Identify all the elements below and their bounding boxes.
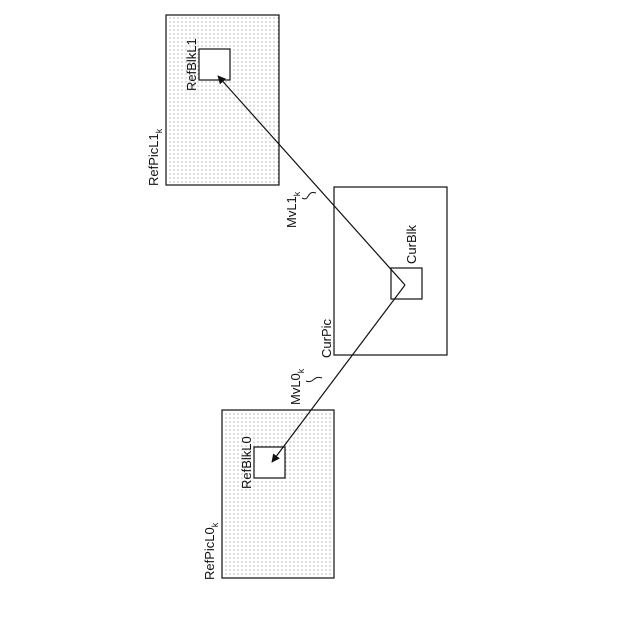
ref-pic-l1-label: RefPicL1k	[146, 128, 164, 186]
ref-pic-l1-frame	[166, 15, 279, 185]
ref-blk-l1-box	[199, 49, 230, 80]
mv-l0-label: MvL0k	[288, 368, 306, 405]
ref-blk-l1-label: RefBlkL1	[184, 38, 199, 91]
mv-l1-leader	[302, 193, 316, 199]
mv-l0-leader	[306, 377, 322, 381]
cur-blk-box	[391, 268, 422, 299]
cur-pic	[334, 187, 447, 355]
ref-pic-l0-frame	[222, 410, 334, 578]
mv-l1-label: MvL1k	[284, 191, 302, 228]
cur-pic-label: CurPic	[319, 318, 334, 358]
ref-blk-l0-label: RefBlkL0	[239, 436, 254, 489]
ref-pic-l0	[222, 410, 334, 578]
cur-blk-label: CurBlk	[404, 224, 419, 264]
ref-pic-l1	[166, 15, 279, 185]
ref-pic-l0-label: RefPicL0k	[202, 522, 220, 580]
